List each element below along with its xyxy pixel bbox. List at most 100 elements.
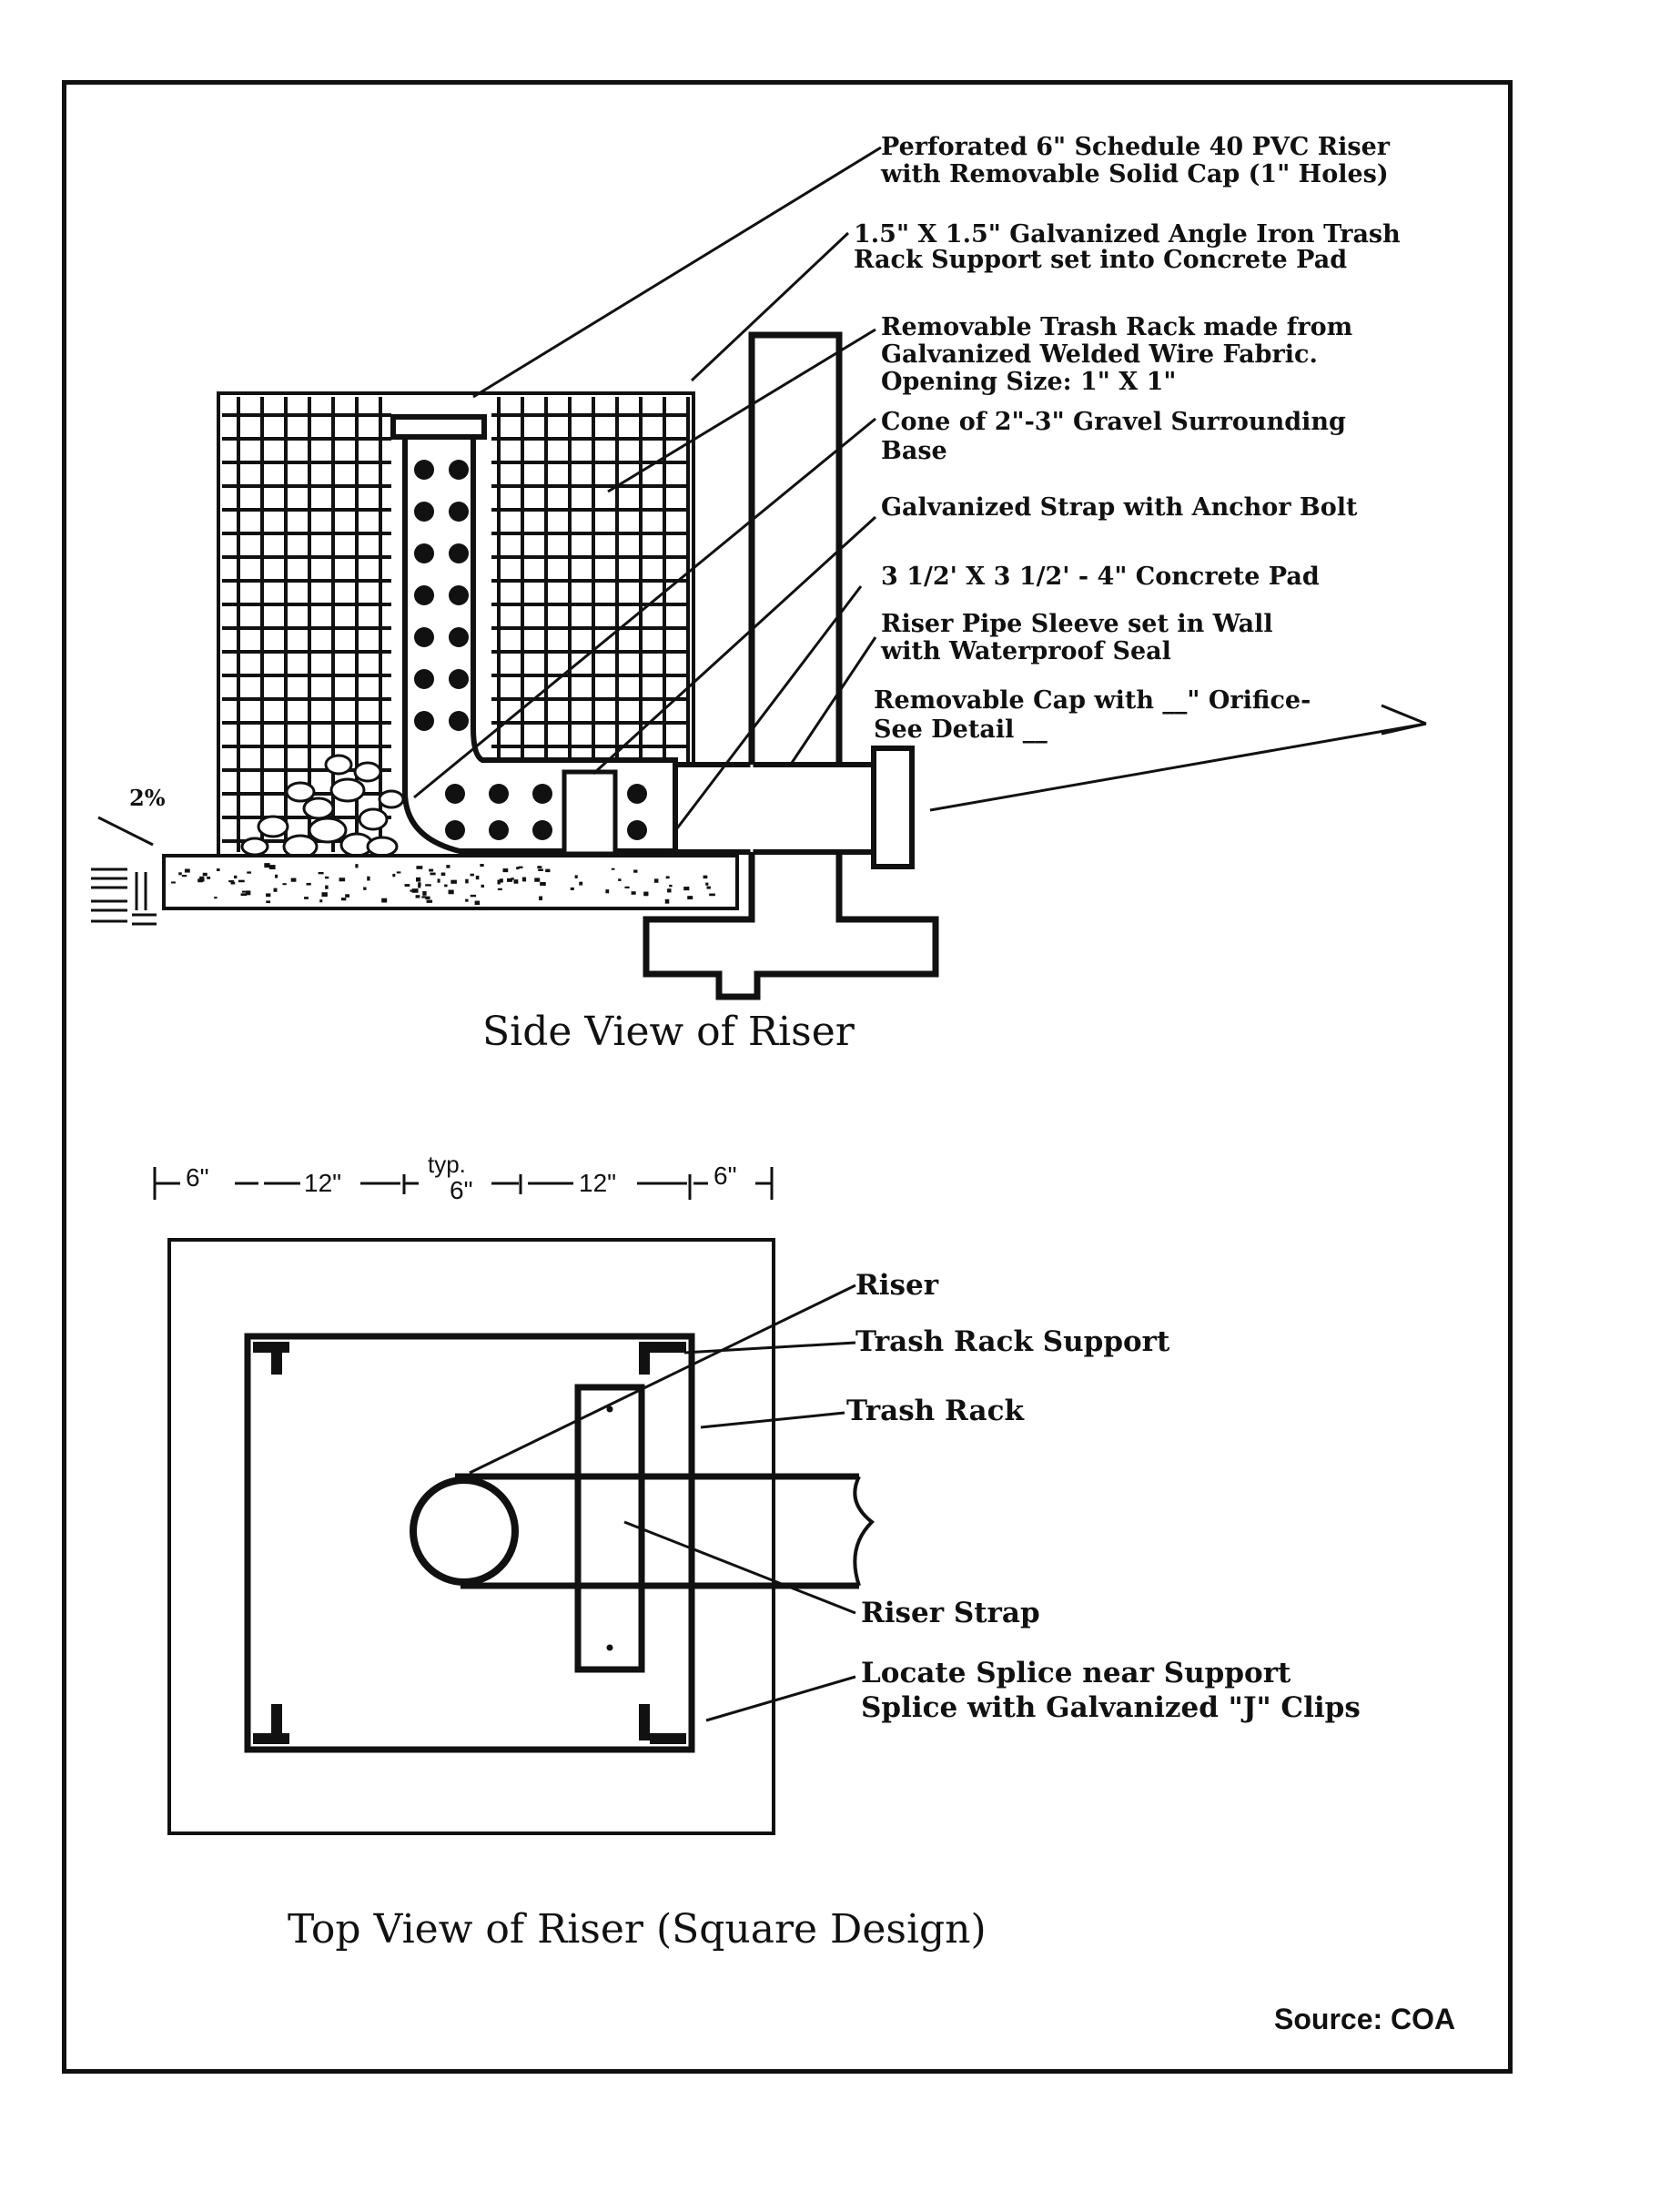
concrete-speck [363, 887, 367, 890]
concrete-speck [497, 879, 501, 885]
dim-1: 6" [186, 1163, 209, 1192]
concrete-speck [181, 875, 187, 878]
slope-label: 2% [129, 785, 166, 811]
concrete-speck [499, 878, 503, 883]
pvc-riser-label-2: with Removable Solid Cap (1" Holes) [881, 160, 1389, 188]
concrete-speck [497, 888, 502, 891]
concrete-speck [199, 876, 204, 881]
gravel-label-1: Cone of 2"-3" Gravel Surrounding [881, 408, 1346, 436]
concrete-speck [273, 888, 278, 892]
concrete-speck [425, 884, 431, 887]
concrete-speck [605, 889, 610, 894]
concrete-speck [268, 865, 276, 870]
concrete-speck [538, 868, 543, 871]
concrete-speck [306, 882, 311, 886]
concrete-speck [429, 868, 434, 872]
perforation-hole [414, 502, 434, 522]
gravel-stone [285, 781, 316, 803]
pad-label: 3 1/2' X 3 1/2' - 4" Concrete Pad [881, 563, 1320, 591]
concrete-speckle [171, 863, 715, 906]
removable-cap [871, 746, 915, 869]
dim-3: 6" [450, 1176, 473, 1204]
concrete-speck [705, 882, 709, 886]
trash-rack-outline [244, 1333, 695, 1753]
dim-4: 12" [579, 1169, 617, 1197]
concrete-speck [275, 874, 278, 878]
concrete-speck [266, 900, 271, 904]
concrete-speck [633, 869, 638, 873]
concrete-speck [653, 878, 659, 883]
top-leaders [469, 1284, 856, 1722]
perforation-hole [414, 585, 434, 605]
trash-rack-label: Trash Rack [846, 1395, 1024, 1427]
concrete-speck [324, 876, 329, 879]
concrete-speck [207, 876, 211, 879]
perforation-hole [449, 585, 469, 605]
perforation-hole [532, 784, 552, 804]
concrete-speck [513, 879, 519, 884]
concrete-speck [448, 889, 454, 895]
splice-label-1: Locate Splice near Support [861, 1657, 1291, 1689]
dimension-line [153, 1167, 774, 1200]
perforation-hole [414, 460, 434, 480]
concrete-speck [537, 866, 542, 868]
angle-iron-label-2: Rack Support set into Concrete Pad [854, 246, 1348, 274]
pvc-riser-label-1: Perforated 6" Schedule 40 PVC Riser [881, 133, 1391, 161]
perforation-hole [414, 627, 434, 647]
concrete-speck [631, 891, 636, 895]
perforation-hole [449, 502, 469, 522]
concrete-speck [706, 886, 711, 889]
top-view [153, 1167, 876, 1835]
perforation-hole [449, 627, 469, 647]
riser-pipe-sleeve [673, 746, 915, 869]
perforation-hole [414, 669, 434, 689]
concrete-speck [643, 891, 649, 897]
perforation-hole [449, 543, 469, 563]
side-leaders [413, 146, 1427, 829]
gravel-stone [366, 836, 399, 857]
top-view-title: Top View of Riser (Square Design) [288, 1906, 987, 1953]
concrete-speck [545, 868, 551, 873]
concrete-speck [703, 875, 708, 879]
concrete-speck [539, 896, 543, 901]
trash-rack-support-label: Trash Rack Support [855, 1325, 1170, 1358]
concrete-speck [321, 892, 328, 898]
concrete-speck [340, 898, 347, 901]
concrete-speck [570, 887, 574, 890]
concrete-speck [481, 884, 485, 888]
concrete-speck [304, 897, 309, 899]
gravel-stone [324, 754, 353, 776]
gravel-stone [302, 797, 335, 820]
perforation-hole [489, 784, 509, 804]
riser-pipe [455, 1473, 876, 1589]
concrete-speck [426, 899, 433, 903]
concrete-speck [339, 878, 346, 882]
concrete-speck [440, 872, 446, 877]
concrete-speck [683, 887, 690, 891]
side-view [91, 146, 1427, 1000]
sleeve-label-2: with Waterproof Seal [881, 637, 1171, 665]
perforation-hole [445, 820, 465, 840]
strap-label: Galvanized Strap with Anchor Bolt [881, 493, 1358, 522]
drawing-frame [62, 80, 1513, 2074]
concrete-speck [518, 866, 523, 868]
concrete-pad-outline [167, 1238, 775, 1835]
concrete-speck [345, 894, 350, 898]
concrete-speck [470, 873, 474, 877]
concrete-speck [516, 867, 520, 870]
wall [643, 331, 939, 1000]
concrete-speck [214, 897, 218, 899]
concrete-speck [381, 898, 388, 903]
gravel-stone [353, 761, 382, 783]
concrete-speck [217, 868, 220, 872]
galvanized-strap [562, 769, 618, 857]
concrete-speck [230, 881, 236, 885]
concrete-speck [425, 896, 430, 900]
concrete-speck [319, 899, 323, 903]
concrete-speck [480, 864, 484, 868]
concrete-speck [574, 875, 578, 878]
concrete-speck [404, 884, 410, 887]
concrete-speck [233, 875, 238, 879]
concrete-speck [709, 893, 715, 897]
concrete-speck [171, 881, 176, 884]
